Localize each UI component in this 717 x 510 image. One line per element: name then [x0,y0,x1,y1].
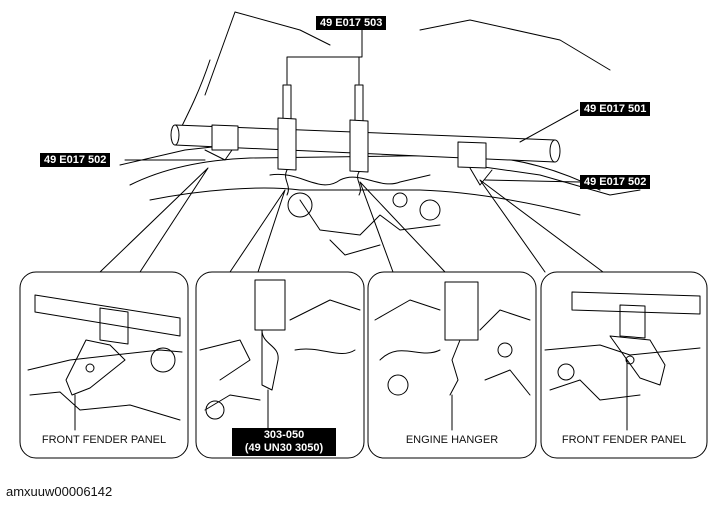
zoom-line [229,189,286,273]
panel4-part [557,363,575,381]
panel2-caption-line2: (49 UN30 3050) [244,442,324,454]
leader-line [519,109,579,143]
panel2-detail [289,299,361,321]
panel3-part [497,342,513,358]
callout-support-right: 49 E017 502 [580,175,651,189]
panel1-part [150,347,176,373]
hanger-hook-bracket [277,117,297,171]
engine-part [287,192,313,218]
engine-detail [269,173,431,186]
detail-panel-frame [367,271,537,459]
document-id: amxuuw00006142 [6,484,113,499]
callout-hanger-hook: 49 E017 503 [316,16,387,30]
engine-bay-outline [149,187,581,216]
panel1-bracket [65,339,126,396]
panel3-detail [484,369,531,396]
panel1-caption: FRONT FENDER PANEL [41,434,167,446]
hood-outline [204,11,331,96]
hanger-hook-chain [285,169,289,196]
leader-line [286,29,363,85]
panel2-detail [199,339,251,381]
panel3-bracket [444,281,479,341]
hood-outline [419,19,611,71]
engine-part [419,199,441,221]
callout-hanger-beam: 49 E017 501 [580,102,651,116]
panel2-bracket [254,279,286,331]
panel4-detail [549,379,641,401]
panel3-caption: ENGINE HANGER [405,434,499,446]
left-support-foot [204,149,233,161]
engine-detail [329,239,381,256]
panel2-part [205,400,225,420]
panel2-caption: 303-050 (49 UN30 3050) [232,428,336,456]
panel3-part [387,374,409,396]
zoom-line [479,179,604,273]
panel3-chain [449,339,461,396]
panel4-beam [571,291,701,315]
left-support [211,124,239,151]
panel3-detail [379,349,441,361]
panel3-detail [374,299,441,321]
panel1-bolt [85,363,95,373]
right-support-foot [469,167,493,186]
hanger-beam-end [170,124,180,146]
fender-right [469,164,641,196]
hanger-hook-rod [354,84,364,123]
hanger-hook-chain [357,171,361,196]
panel4-bracket [609,335,666,386]
panel4-fender [544,344,701,356]
zoom-line [359,181,446,273]
engine-detail [299,199,441,236]
callout-support-left: 49 E017 502 [40,153,111,167]
right-support [457,141,487,169]
hanger-hook-rod [282,84,292,121]
panel2-caption-line1: 303-050 [263,429,305,441]
panel1-support [99,307,129,345]
panel4-support [619,304,646,339]
panel2-detail [294,348,356,354]
hanger-beam-end [549,139,561,163]
panel4-caption: FRONT FENDER PANEL [561,434,687,446]
detail-panel-frame [540,271,708,459]
detail-panel-frame [19,271,189,459]
panel3-detail [479,309,531,331]
panel2-detail [204,394,261,411]
leader-line [484,179,581,183]
zoom-line [99,167,209,273]
panel4-bolt [625,355,635,365]
panel1-detail [29,391,181,421]
hanger-hook-bracket [349,119,369,173]
engine-part [392,192,408,208]
detail-panel-frame [195,271,365,459]
panel2-hook [261,329,279,391]
panel1-beam [34,294,181,337]
